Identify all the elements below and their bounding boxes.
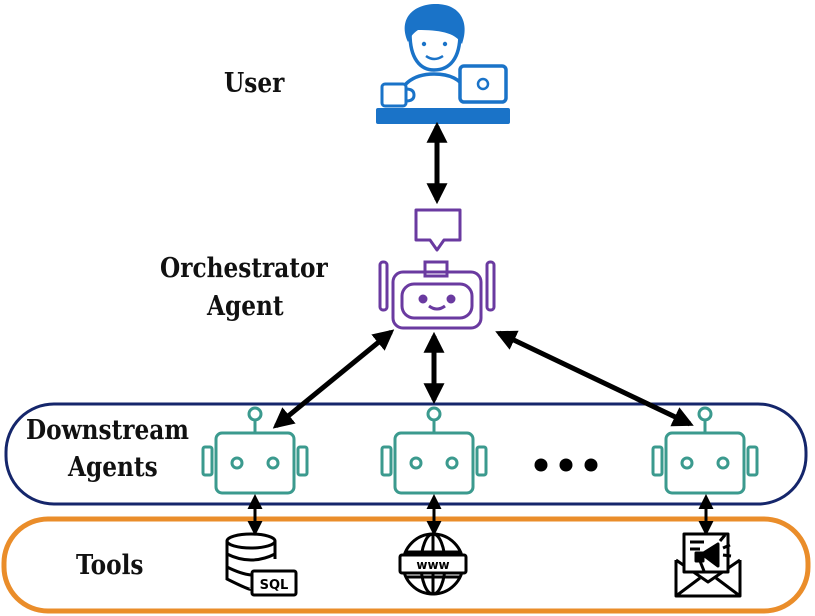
downstream-agents-group (4, 402, 808, 506)
robot-icon (651, 406, 759, 495)
arrow-orchestrator-agent-1 (272, 329, 395, 429)
ellipsis-icon (534, 458, 598, 472)
sql-tool-text: SQL (260, 578, 289, 593)
email-megaphone-icon (674, 532, 742, 598)
orchestrator-label-line1: Orchestrator (160, 253, 328, 284)
orchestrator-label-line2: Agent (207, 291, 284, 322)
downstream-label-line1: Downstream (26, 415, 189, 446)
arrow-orchestrator-agent-3 (495, 330, 694, 427)
tools-label: Tools (76, 550, 144, 581)
orchestrator-robot-icon (378, 208, 496, 330)
tools-group (1, 516, 811, 614)
www-tool-text: www (416, 558, 449, 572)
robot-icon (380, 406, 488, 495)
user-label: User (224, 68, 285, 99)
downstream-label-line2: Agents (68, 452, 158, 483)
robot-icon (201, 406, 309, 495)
user-at-laptop-icon (376, 4, 510, 124)
www-globe-icon (398, 532, 468, 596)
sql-database-icon (225, 532, 298, 597)
